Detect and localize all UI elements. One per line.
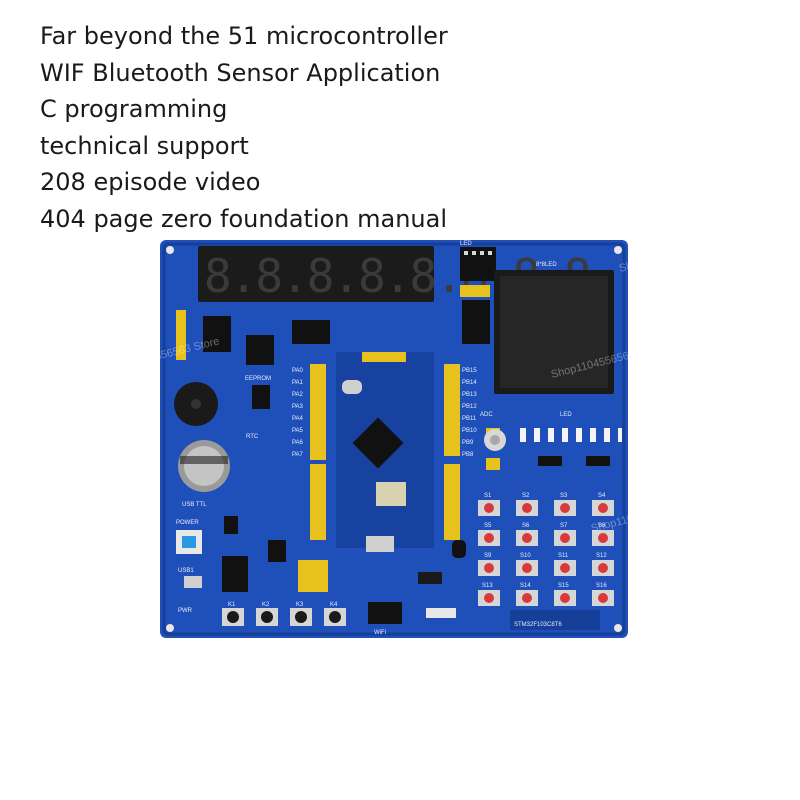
svg-text:PA3: PA3 xyxy=(292,404,304,410)
feature-item: C programming xyxy=(40,95,228,123)
svg-text:PA1: PA1 xyxy=(292,380,304,386)
key-button[interactable]: S4 xyxy=(592,493,614,516)
svg-text:S8: S8 xyxy=(598,523,606,529)
key-button[interactable]: S2 xyxy=(516,493,538,516)
svg-text:S16: S16 xyxy=(596,583,607,589)
label-usb-ttl: USB TTL xyxy=(182,502,207,508)
svg-text:PA0: PA0 xyxy=(292,368,304,374)
watermark-text: Shop1104556563 Store xyxy=(40,503,155,543)
svg-text:S4: S4 xyxy=(598,493,606,499)
side-key-button[interactable]: K3 xyxy=(290,602,312,626)
svg-text:S12: S12 xyxy=(596,553,607,559)
usb-port[interactable] xyxy=(184,576,202,588)
svg-text:PA5: PA5 xyxy=(292,428,304,434)
label-power: POWER xyxy=(176,520,199,526)
svg-text:PB14: PB14 xyxy=(462,380,477,386)
watermark-text: Shop1104556563 Store xyxy=(618,235,733,275)
svg-text:PB8: PB8 xyxy=(462,452,474,458)
feature-item: 208 episode video xyxy=(40,168,261,196)
label-led-top: LED xyxy=(460,241,472,247)
svg-text:K1: K1 xyxy=(228,602,236,608)
power-switch[interactable] xyxy=(176,530,202,554)
svg-text:PB10: PB10 xyxy=(462,428,477,434)
key-button[interactable]: S6 xyxy=(516,523,538,546)
key-button[interactable]: S16 xyxy=(592,583,614,606)
key-button[interactable]: S11 xyxy=(554,553,576,576)
side-key-button[interactable]: K4 xyxy=(324,602,346,626)
key-button[interactable]: S14 xyxy=(516,583,538,606)
svg-text:S1: S1 xyxy=(484,493,492,499)
label-usb1: USB1 xyxy=(178,568,194,574)
feature-item: 404 page zero foundation manual xyxy=(40,204,448,233)
svg-text:PA6: PA6 xyxy=(292,440,304,446)
svg-text:K3: K3 xyxy=(296,602,304,608)
svg-text:PA7: PA7 xyxy=(292,452,304,458)
svg-text:S13: S13 xyxy=(482,583,493,589)
svg-text:PB13: PB13 xyxy=(462,392,477,398)
svg-text:K4: K4 xyxy=(330,602,338,608)
side-key-button[interactable]: K1 xyxy=(222,602,244,626)
svg-text:PA4: PA4 xyxy=(292,416,304,422)
svg-text:S7: S7 xyxy=(560,523,568,529)
mcu-core-board xyxy=(336,352,434,552)
key-button[interactable]: S7 xyxy=(554,523,576,546)
svg-text:S14: S14 xyxy=(520,583,531,589)
svg-text:S10: S10 xyxy=(520,553,531,559)
svg-text:PB15: PB15 xyxy=(462,368,477,374)
svg-text:PB11: PB11 xyxy=(462,416,477,422)
key-button[interactable]: S15 xyxy=(554,583,576,606)
label-rtc: RTC xyxy=(246,434,259,440)
board-model-label: STM32F103C8T6 xyxy=(514,622,562,628)
key-button[interactable]: S13 xyxy=(478,583,500,606)
feature-item: Far beyond the 51 microcontroller xyxy=(40,22,448,50)
label-pwr: PWR xyxy=(178,608,193,614)
key-button[interactable]: S9 xyxy=(478,553,500,576)
led-row xyxy=(520,428,622,442)
svg-text:S9: S9 xyxy=(484,553,492,559)
key-button[interactable]: S5 xyxy=(478,523,500,546)
svg-text:S11: S11 xyxy=(558,553,569,559)
svg-text:PB12: PB12 xyxy=(462,404,477,410)
watermark-text: Shop1104556563 Store xyxy=(30,233,145,273)
svg-text:S15: S15 xyxy=(558,583,569,589)
coin-battery: RTC xyxy=(178,434,259,492)
label-eeprom: EEPROM xyxy=(245,376,271,382)
side-key-button[interactable]: K2 xyxy=(256,602,278,626)
key-button[interactable]: S3 xyxy=(554,493,576,516)
key-button[interactable]: S8 xyxy=(592,523,614,546)
svg-text:S3: S3 xyxy=(560,493,568,499)
feature-item: WIF Bluetooth Sensor Application xyxy=(40,58,441,87)
svg-text:K2: K2 xyxy=(262,602,270,608)
label-wifi: WiFi xyxy=(374,630,386,636)
feature-item: technical support xyxy=(40,131,249,160)
pin-labels-right: PB15 PB14 PB13 PB12 PB11 PB10 PB9 PB8 xyxy=(462,368,477,458)
keypad-4x4: S1 S2 S3 S4 S5 S6 S7 S8 S9 S10 S11 S12 S… xyxy=(478,493,614,606)
key-button[interactable]: S10 xyxy=(516,553,538,576)
label-8x8led: 8*8LED xyxy=(536,262,557,268)
svg-text:PB9: PB9 xyxy=(462,440,474,446)
led-matrix: 8*8LED xyxy=(494,262,614,394)
label-led: LED xyxy=(560,412,572,418)
key-button[interactable]: S1 xyxy=(478,493,500,516)
pin-labels-left: PA0 PA1 PA2 PA3 PA4 PA5 PA6 PA7 xyxy=(292,368,304,458)
svg-text:PA2: PA2 xyxy=(292,392,304,398)
wifi-header: WiFi xyxy=(368,602,402,636)
potentiometer xyxy=(484,429,506,451)
svg-text:S2: S2 xyxy=(522,493,530,499)
label-adc: ADC xyxy=(480,412,493,418)
key-button[interactable]: S12 xyxy=(592,553,614,576)
svg-text:S6: S6 xyxy=(522,523,530,529)
buzzer xyxy=(174,382,218,426)
svg-text:S5: S5 xyxy=(484,523,492,529)
feature-list: Far beyond the 51 microcontroller WIF Bl… xyxy=(40,18,448,237)
side-keys: K1 K2 K3 K4 xyxy=(222,602,346,626)
